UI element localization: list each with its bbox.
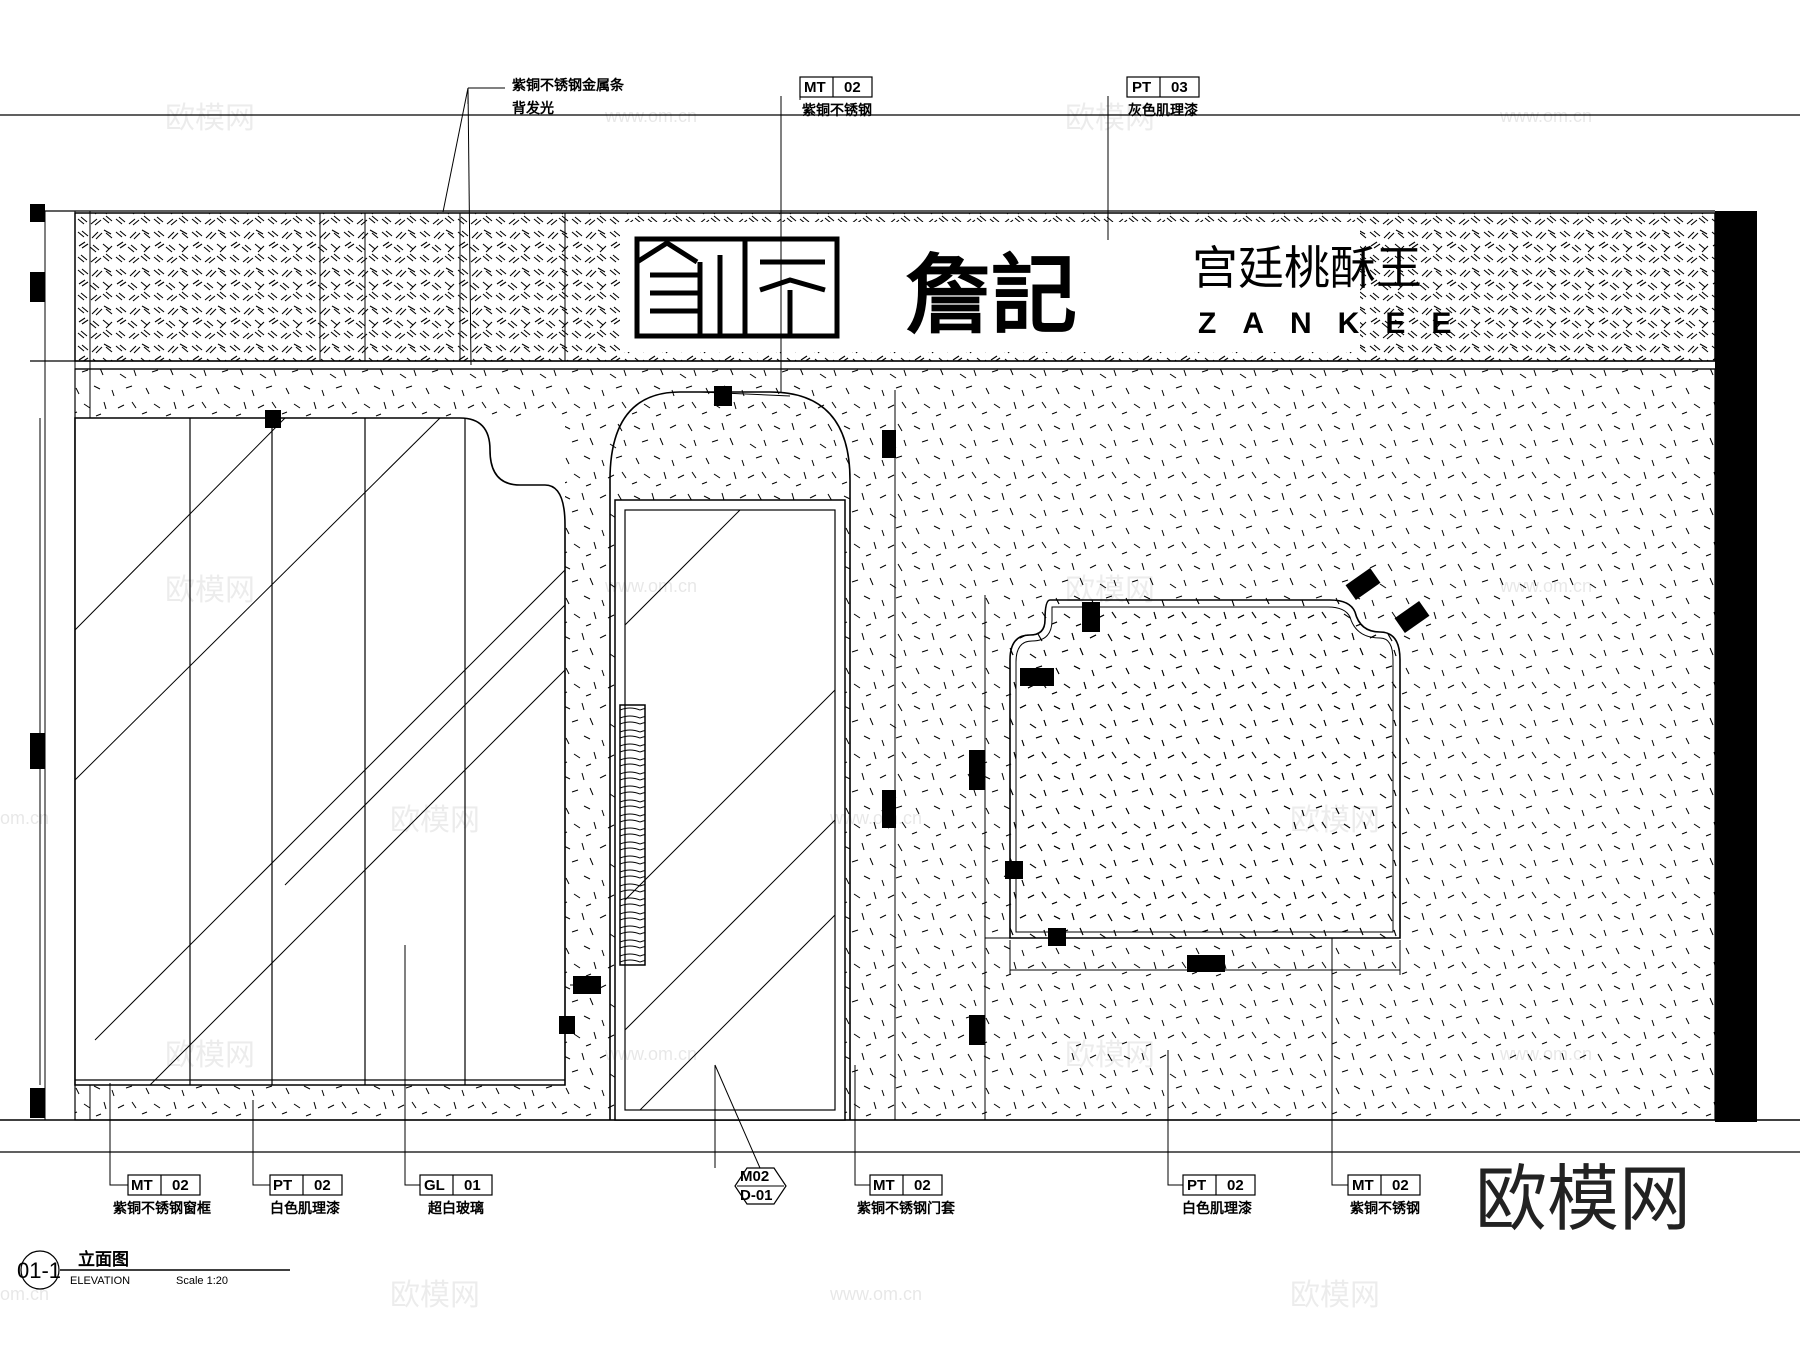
- callout-bottom-3-desc: 超白玻璃: [427, 1200, 484, 1217]
- logo-emblem-icon: [634, 236, 840, 339]
- callout-top-right-desc: 灰色肌理漆: [1128, 102, 1198, 119]
- callout-bottom-2-num: 02: [314, 1177, 331, 1194]
- watermark-logo: 欧模网: [1475, 1157, 1691, 1241]
- svg-text:欧模网: 欧模网: [1065, 1038, 1155, 1073]
- callout-top-mid: MT 02 紫铜不锈钢: [780, 76, 873, 392]
- callout-bottom-5: PT 02 白色肌理漆: [1167, 1050, 1256, 1217]
- brand-name-cn: 詹記: [905, 245, 1077, 346]
- callout-bottom-4-code: MT: [873, 1177, 895, 1194]
- callout-bottom-4: MT 02 紫铜不锈钢门套: [854, 1065, 955, 1217]
- svg-text:www.om.cn: www.om.cn: [604, 1044, 697, 1064]
- door-reflection-lines: [624, 509, 836, 1111]
- callout-top-right: PT 03 灰色肌理漆: [1107, 76, 1200, 240]
- callout-bottom-3: GL 01 超白玻璃: [404, 945, 493, 1217]
- svg-text:欧模网: 欧模网: [165, 101, 255, 136]
- callout-top-mid-num: 02: [844, 79, 861, 96]
- svg-text:www.om.cn: www.om.cn: [604, 576, 697, 596]
- svg-text:om.cn: om.cn: [0, 1284, 49, 1304]
- svg-text:欧模网: 欧模网: [165, 1038, 255, 1073]
- callout-top-left: 紫铜不锈钢金属条 背发光: [442, 77, 625, 366]
- callout-top-left-line1: 紫铜不锈钢金属条: [512, 77, 625, 94]
- drawing-title-en: ELEVATION: [70, 1275, 130, 1287]
- drawing-title-block: 01-1 立面图 ELEVATION Scale 1:20: [17, 1249, 290, 1290]
- svg-text:欧模网: 欧模网: [1290, 803, 1380, 838]
- callout-top-mid-desc: 紫铜不锈钢: [802, 102, 872, 119]
- svg-text:欧模网: 欧模网: [1065, 101, 1155, 136]
- display-window-inner: [1015, 606, 1394, 933]
- svg-text:www.om.cn: www.om.cn: [829, 808, 922, 828]
- callout-bottom-1-code: MT: [131, 1177, 153, 1194]
- end-column: [1715, 211, 1757, 1122]
- callout-top-left-line2: 背发光: [512, 100, 554, 117]
- callout-top-right-code: PT: [1132, 79, 1151, 96]
- door-handle: [619, 704, 646, 966]
- svg-text:欧模网: 欧模网: [165, 573, 255, 608]
- callout-bottom-5-num: 02: [1227, 1177, 1244, 1194]
- door-glass: [624, 509, 836, 1111]
- callout-bottom-6: MT 02 紫铜不锈钢: [1331, 938, 1421, 1217]
- window-mullions: [189, 418, 466, 1085]
- drawing-number: 01-1: [17, 1258, 61, 1283]
- callout-bottom-2-desc: 白色肌理漆: [270, 1200, 340, 1217]
- callout-bottom-4-num: 02: [914, 1177, 931, 1194]
- callout-bottom-2-code: PT: [273, 1177, 292, 1194]
- svg-text:www.om.cn: www.om.cn: [1499, 576, 1592, 596]
- callout-bottom-6-desc: 紫铜不锈钢: [1350, 1200, 1420, 1217]
- callout-bottom-5-code: PT: [1187, 1177, 1206, 1194]
- svg-text:om.cn: om.cn: [0, 808, 49, 828]
- callout-bottom-1-desc: 紫铜不锈钢窗框: [113, 1200, 211, 1217]
- callout-bottom-1-num: 02: [172, 1177, 189, 1194]
- callout-bottom-1: MT 02 紫铜不锈钢窗框: [109, 1083, 211, 1217]
- display-window-frame: [1009, 599, 1401, 939]
- brand-name-en: ZANKEE: [1198, 307, 1477, 340]
- brand-slogan: 宫廷桃酥王: [1192, 241, 1422, 295]
- callout-bottom-5-desc: 白色肌理漆: [1182, 1200, 1252, 1217]
- callout-bottom-3-num: 01: [464, 1177, 481, 1194]
- window-reflection-lines: [74, 417, 566, 1086]
- callout-bottom-6-code: MT: [1352, 1177, 1374, 1194]
- svg-text:www.om.cn: www.om.cn: [604, 106, 697, 126]
- svg-text:欧模网: 欧模网: [390, 803, 480, 838]
- door-arch-frame: [609, 391, 851, 1120]
- svg-text:欧模网: 欧模网: [1065, 573, 1155, 608]
- callout-bottom-3-code: GL: [424, 1177, 445, 1194]
- door-tag-bottom: D-01: [740, 1187, 773, 1204]
- svg-text:www.om.cn: www.om.cn: [829, 1284, 922, 1304]
- drawing-scale: Scale 1:20: [176, 1275, 228, 1287]
- door-tag-top: M02: [740, 1168, 769, 1185]
- callout-bottom-2: PT 02 白色肌理漆: [252, 1100, 343, 1217]
- callout-top-mid-code: MT: [804, 79, 826, 96]
- svg-text:欧模网: 欧模网: [390, 1278, 480, 1313]
- svg-text:www.om.cn: www.om.cn: [1499, 106, 1592, 126]
- drawing-title-cn: 立面图: [78, 1249, 129, 1270]
- callout-bottom-door-tag: M02 D-01: [714, 1065, 787, 1205]
- watermarks: 欧模网 www.om.cn 欧模网 www.om.cn 欧模网 www.om.c…: [0, 101, 1592, 1313]
- window-frame: [74, 417, 566, 1086]
- svg-text:www.om.cn: www.om.cn: [1499, 1044, 1592, 1064]
- callout-top-right-num: 03: [1171, 79, 1188, 96]
- dimension-markers: [30, 204, 1430, 1118]
- svg-text:欧模网: 欧模网: [1290, 1278, 1380, 1313]
- callout-bottom-6-num: 02: [1392, 1177, 1409, 1194]
- callout-bottom-4-desc: 紫铜不锈钢门套: [857, 1200, 955, 1217]
